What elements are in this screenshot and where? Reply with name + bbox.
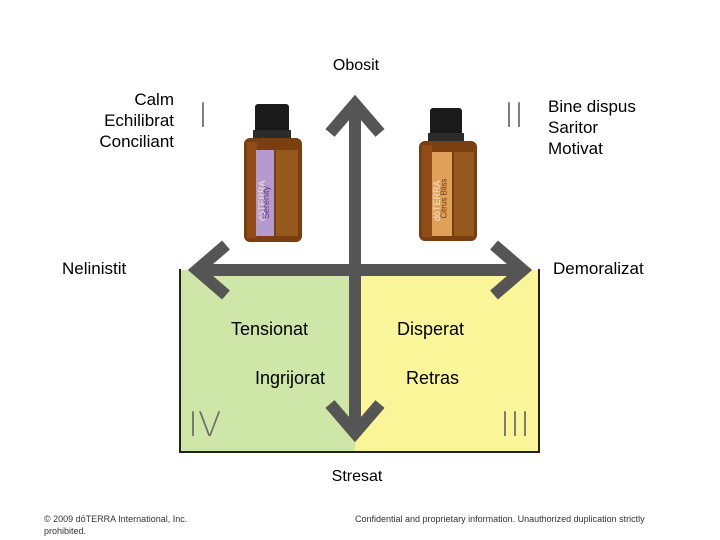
quadrant-iv-word: Tensionat: [231, 319, 309, 339]
serenity-bottle: [244, 104, 302, 242]
arrow-head-down: [325, 400, 385, 443]
trait-item: Calm: [134, 90, 174, 109]
quadrant-iv-word: Ingrijorat: [255, 368, 326, 388]
trait-item: Saritor: [548, 118, 599, 137]
quadrant-i-traits: Calm Echilibrat Conciliant: [60, 89, 174, 152]
axis-label-right: Demoralizat: [553, 259, 644, 278]
quadrant-iv-fill: [180, 270, 355, 453]
quadrant-frame: [179, 269, 540, 453]
citrus-bliss-bottle: [419, 108, 477, 241]
trait-item: Bine dispus: [548, 97, 636, 116]
quadrant-ii-numeral: II: [504, 96, 525, 136]
serenity-name-label: Serenity: [261, 185, 271, 219]
quadrant-iii-word: Retras: [406, 368, 460, 388]
copyright-line: © 2009 dōTERRA International, Inc.: [44, 514, 188, 524]
quadrant-ii-traits: Bine dispus Saritor Motivat: [548, 96, 698, 159]
quadrant-iv-numeral: IV: [188, 405, 222, 445]
arrow-head-up: [325, 94, 385, 137]
trait-item: Echilibrat: [104, 111, 174, 130]
quadrant-iii-numeral: III: [500, 405, 531, 445]
quadrant-iii-fill: [355, 270, 540, 453]
copyright-line: prohibited.: [44, 526, 87, 536]
axis-label-left: Nelinistit: [62, 259, 127, 278]
arrow-head-left: [187, 240, 230, 300]
citrus-bliss-name-label: Citrus Bliss: [439, 178, 449, 219]
arrow-head-right: [490, 240, 533, 300]
trait-item: Motivat: [548, 139, 603, 158]
footer-copyright: © 2009 dōTERRA International, Inc. prohi…: [44, 513, 244, 537]
trait-item: Conciliant: [99, 132, 174, 151]
axis-label-bottom: Stresat: [331, 468, 383, 485]
quadrant-i-numeral: I: [198, 96, 209, 136]
quadrant-iii-word: Disperat: [397, 319, 465, 339]
footer-confidential: Confidential and proprietary information…: [355, 514, 645, 524]
axis-label-top: Obosit: [332, 57, 380, 74]
